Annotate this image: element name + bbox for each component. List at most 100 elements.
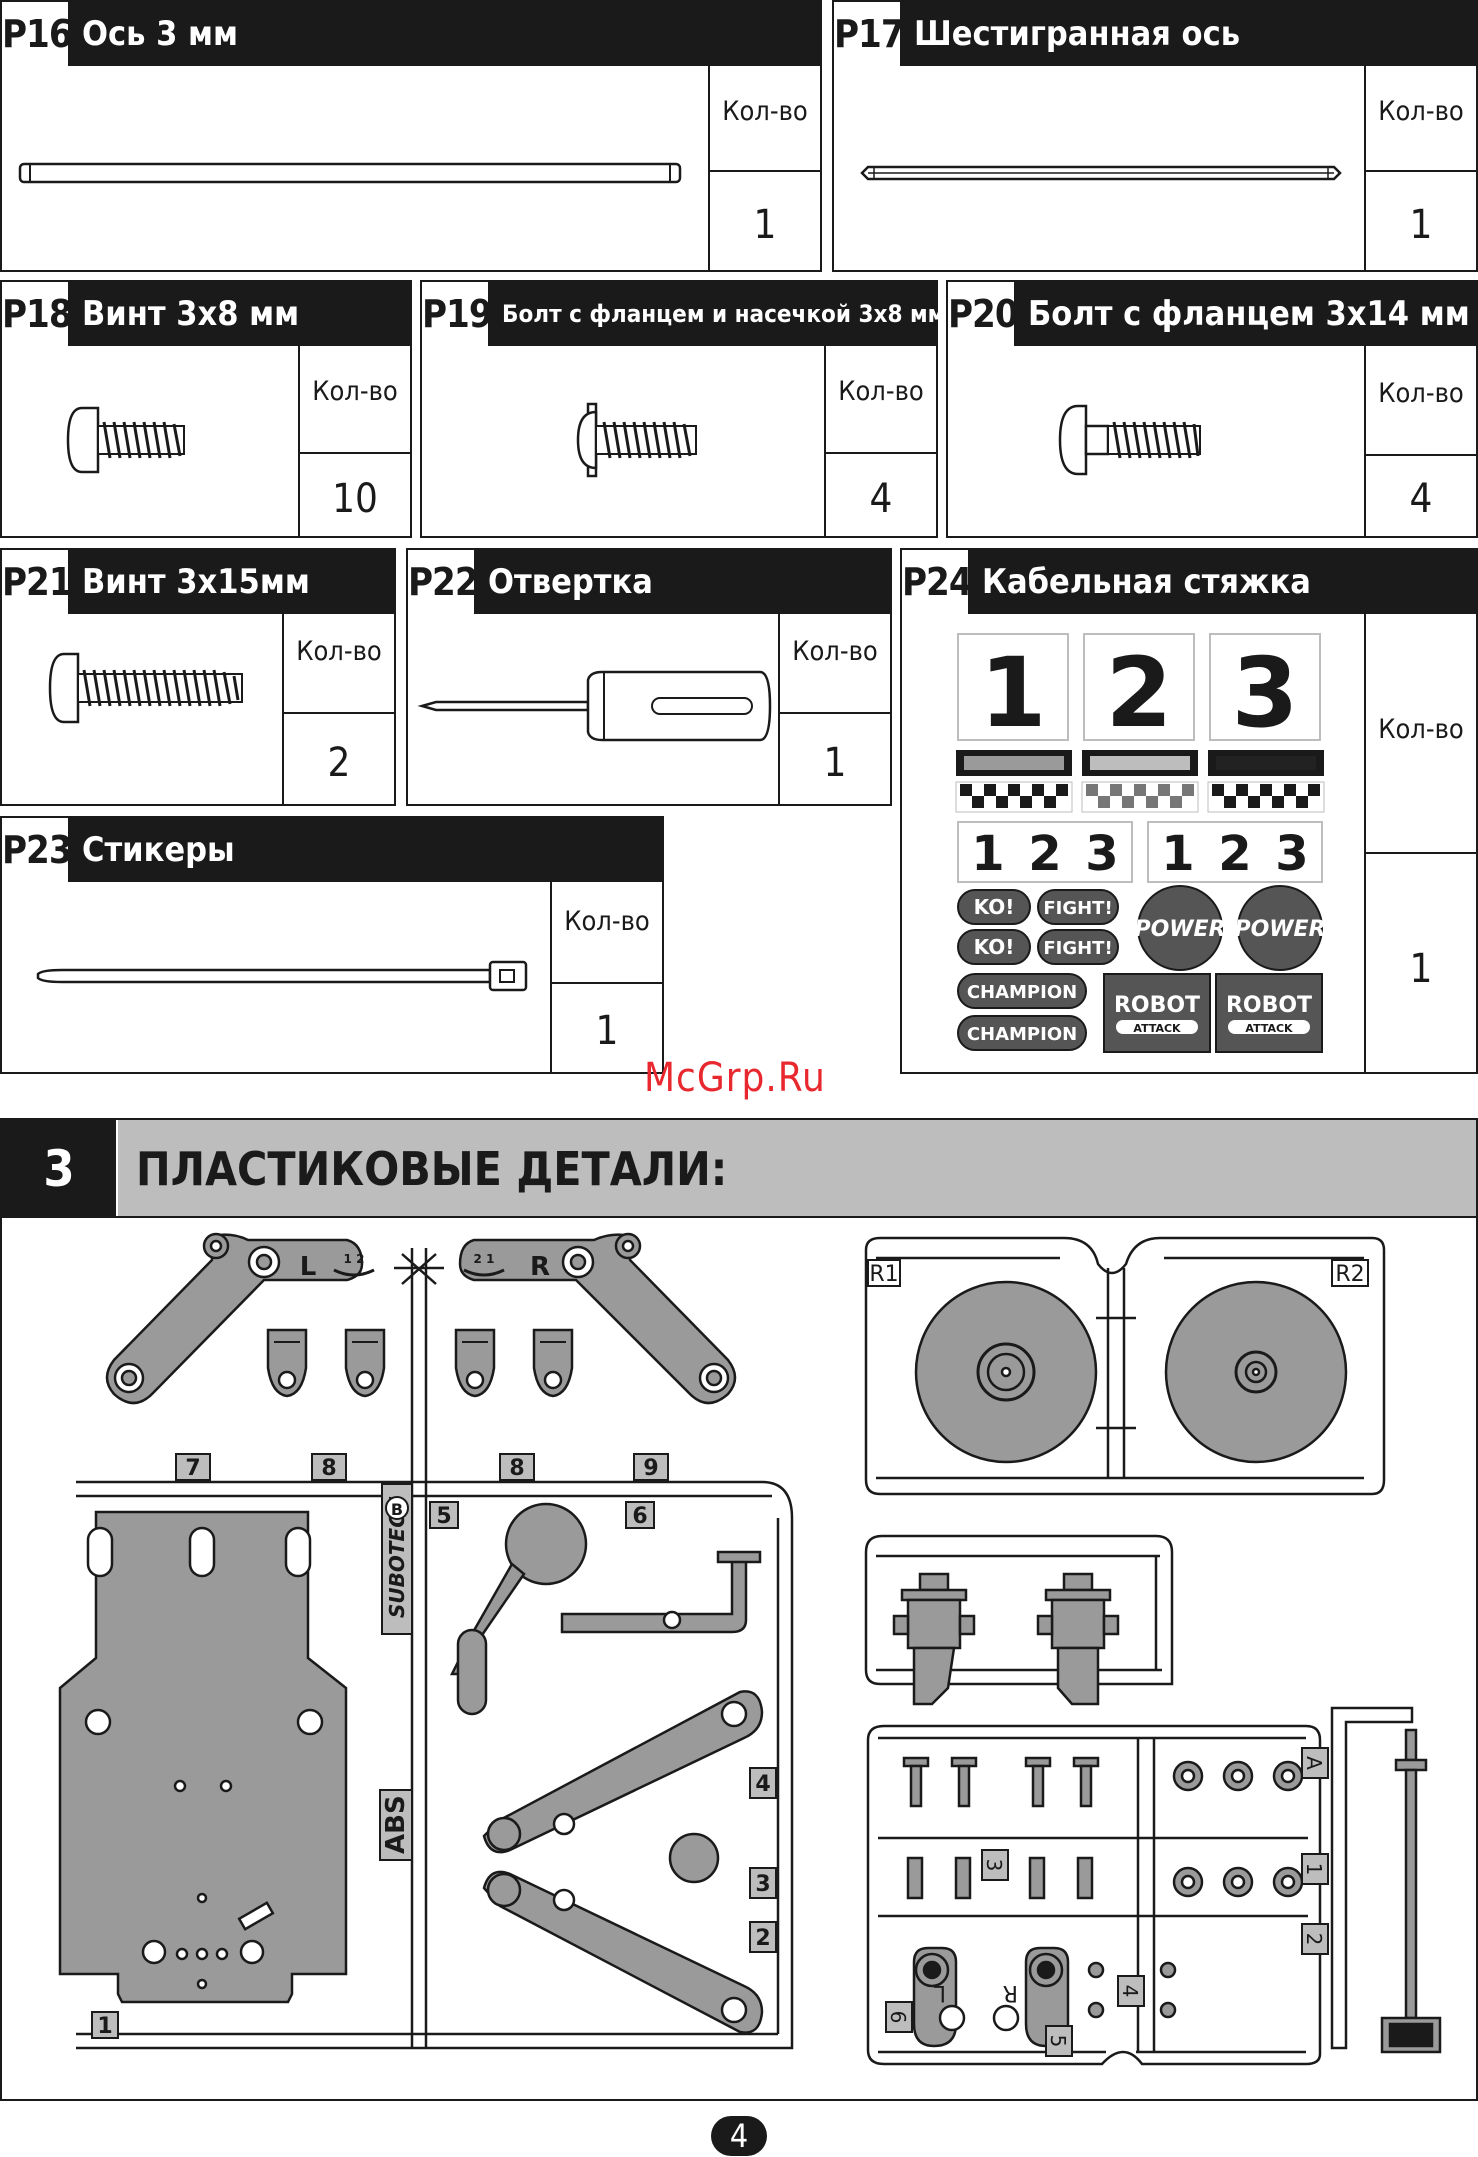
small-tag-2: 2	[1302, 1933, 1326, 1946]
sticker-digit-1: 1	[980, 637, 1047, 749]
num-tag-4: 4	[755, 1772, 770, 1797]
sprue-left: L 1 2 R 2 1 7	[58, 1232, 794, 2050]
sprue-wheels: R1 R2	[864, 1236, 1386, 1496]
part-id: P19	[422, 282, 493, 346]
part-title: Кабельная стяжка	[982, 562, 1311, 602]
part-id: P20	[948, 282, 1019, 346]
badge-ko: KO!	[974, 895, 1015, 919]
part-p21: P21 Винт 3х15мм Кол-во 2	[0, 548, 396, 806]
sprue-brackets	[864, 1534, 1174, 1706]
section-header: 3 ПЛАСТИКОВЫЕ ДЕТАЛИ:	[0, 1118, 1478, 1218]
small-tag-6: 6	[886, 2011, 910, 2024]
sticker-digit-2: 2	[1106, 637, 1173, 749]
screw-3x15-drawing	[48, 652, 243, 724]
qty-column: Кол-во 10	[298, 346, 410, 536]
screwdriver-drawing	[417, 670, 772, 742]
part-header: P24 Кабельная стяжка	[902, 550, 1476, 614]
hinge-label-l: L	[933, 1980, 946, 2005]
part-header: P18 Винт 3х8 мм	[2, 282, 410, 346]
num-tag-3: 3	[755, 1872, 770, 1897]
qty-column: Кол-во 1	[550, 882, 662, 1072]
cable-tie-drawing	[36, 960, 528, 992]
num-tag-2: 2	[755, 1926, 770, 1951]
arm-marks-r: 2 1	[474, 1252, 495, 1266]
qty-value: 1	[1409, 946, 1433, 992]
part-title: Болт с фланцем и насечкой 3х8 мм	[502, 300, 946, 328]
qty-column: Кол-во 4	[824, 346, 936, 536]
watermark: McGrp.Ru	[644, 1055, 826, 1101]
part-p16: P16 Ось 3 мм Кол-во 1	[0, 0, 822, 272]
part-p20: P20 Болт с фланцем 3х14 мм Кол-во 4	[946, 280, 1478, 538]
small-digit-2b: 2	[1218, 826, 1251, 882]
qty-label: Кол-во	[1378, 378, 1464, 409]
part-p22: P22 Отвертка Кол-во 1	[406, 548, 892, 806]
num-tag-9: 9	[643, 1456, 658, 1481]
part-header: P20 Болт с фланцем 3х14 мм	[948, 282, 1476, 346]
sticker-sheet: 1 2 3 1 2 3 1	[955, 633, 1326, 1053]
num-tag-6: 6	[632, 1504, 647, 1529]
part-header: P22 Отвертка	[408, 550, 890, 614]
part-id: P16	[2, 2, 73, 66]
robot-attack-sub: ATTACK	[1133, 1022, 1181, 1035]
wheel-label-r1: R1	[869, 1262, 898, 1287]
checker-pattern	[960, 784, 1320, 808]
page-number: 4	[711, 2116, 767, 2156]
part-id: P17	[834, 2, 905, 66]
num-tag-8b: 8	[509, 1456, 524, 1481]
badge-champion: CHAMPION	[967, 982, 1077, 1003]
small-digit-2: 2	[1028, 826, 1061, 882]
qty-column: Кол-во 2	[282, 614, 394, 804]
flange-serrated-bolt-drawing	[576, 402, 697, 478]
arm-label-r: R	[530, 1252, 550, 1282]
small-digit-3: 3	[1085, 826, 1118, 882]
badge-power: POWER	[1134, 917, 1225, 942]
material-label: ABS	[381, 1795, 411, 1854]
small-tag-a: A	[1302, 1756, 1326, 1770]
qty-value: 2	[327, 740, 351, 786]
qty-label: Кол-во	[296, 636, 382, 667]
num-tag-5: 5	[436, 1504, 451, 1529]
qty-value: 4	[1409, 476, 1433, 522]
qty-label: Кол-во	[838, 376, 924, 407]
qty-column: Кол-во 1	[778, 614, 890, 804]
badge-champion-2: CHAMPION	[967, 1024, 1077, 1045]
badge-power-2: POWER	[1234, 917, 1325, 942]
part-id: P21	[2, 550, 73, 614]
qty-value: 4	[869, 476, 893, 522]
robot-attack-title-2: ROBOT	[1226, 993, 1312, 1018]
num-tag-7: 7	[185, 1456, 200, 1481]
num-tag-1: 1	[97, 2014, 112, 2039]
sprue-small-parts: L R A 3 1 2 4 6 5	[866, 1706, 1442, 2066]
wheel-label-r2: R2	[1335, 1262, 1364, 1287]
qty-column: Кол-во 4	[1364, 346, 1476, 536]
part-header: P17 Шестигранная ось	[834, 2, 1476, 66]
hinge-label-r: R	[1003, 1980, 1018, 2005]
small-tag-3: 3	[982, 1859, 1006, 1872]
qty-value: 1	[823, 740, 847, 786]
part-header: P23 Стикеры	[2, 818, 662, 882]
part-title: Болт с фланцем 3х14 мм	[1028, 294, 1470, 334]
part-p18: P18 Винт 3х8 мм Кол-во 10	[0, 280, 412, 538]
qty-column: Кол-во 1	[708, 66, 820, 270]
part-header: P19 Болт с фланцем и насечкой 3х8 мм	[422, 282, 945, 346]
small-digit-1: 1	[971, 826, 1004, 882]
part-title: Стикеры	[82, 830, 235, 870]
badge-fight-2: FIGHT!	[1043, 938, 1112, 959]
qty-label: Кол-во	[722, 96, 808, 127]
small-digit-3b: 3	[1275, 826, 1308, 882]
plastic-parts-panel: L 1 2 R 2 1 7	[0, 1216, 1478, 2101]
brand-letter: B	[391, 1500, 403, 1519]
part-title: Отвертка	[488, 562, 653, 602]
qty-label: Кол-во	[1378, 96, 1464, 127]
qty-label: Кол-во	[564, 906, 650, 937]
sticker-digit-3: 3	[1232, 637, 1299, 749]
qty-column: Кол-во 1	[1364, 614, 1476, 1072]
small-tag-4: 4	[1118, 1985, 1142, 1998]
hex-axle-drawing	[860, 165, 1342, 181]
part-p19: P19 Болт с фланцем и насечкой 3х8 мм Кол…	[420, 280, 945, 538]
small-tag-1: 1	[1302, 1863, 1326, 1876]
part-title: Винт 3х8 мм	[82, 294, 300, 334]
qty-value: 1	[595, 1008, 619, 1054]
screw-3x8-drawing	[66, 406, 185, 474]
part-p24: P24 Кабельная стяжка 1 2 3	[900, 548, 1478, 1074]
